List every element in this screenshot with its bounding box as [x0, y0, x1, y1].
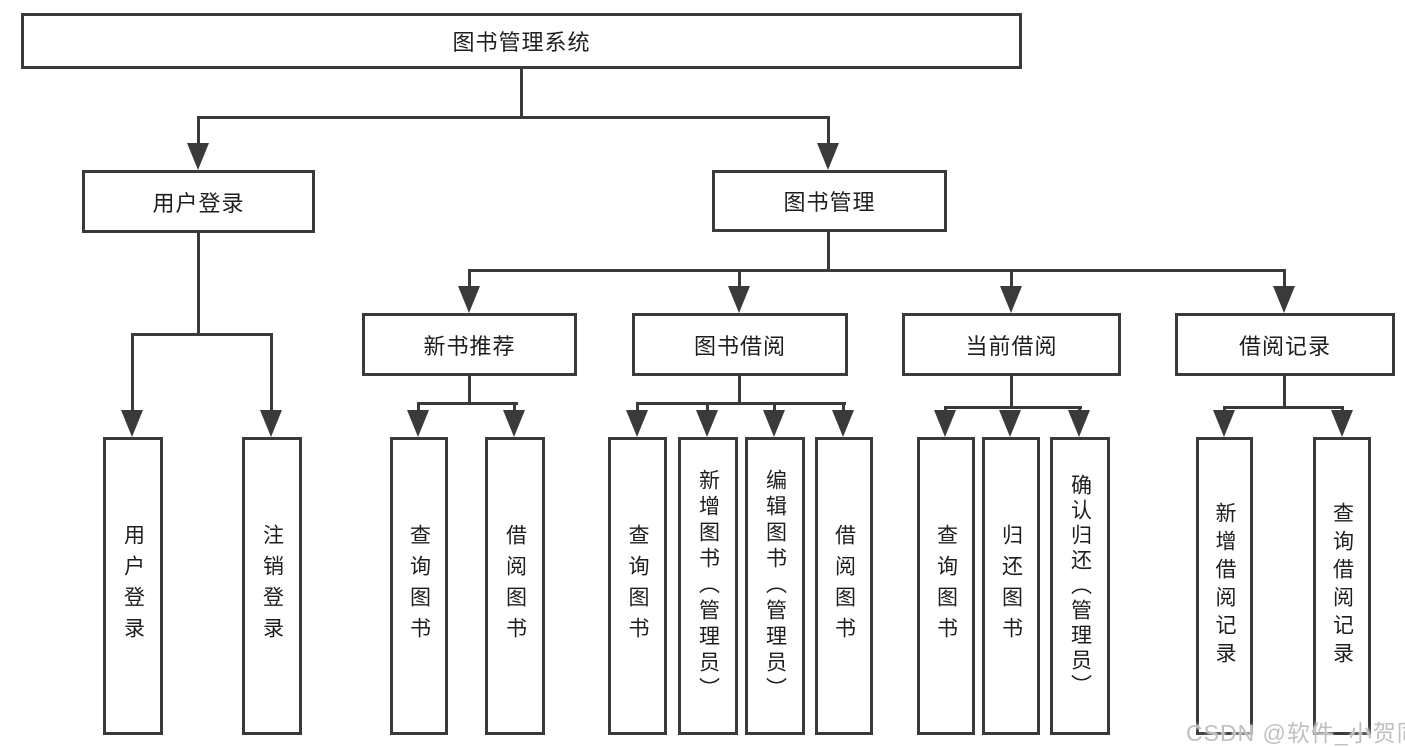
node-label: 新书推荐	[423, 333, 516, 359]
connector-line	[738, 376, 741, 405]
node-leaf-add-borrow-record: 新增借阅记录	[1196, 437, 1253, 735]
node-leaf-add-books-admin: 新增图书（管理员）	[678, 437, 738, 735]
node-label: 用户登录	[121, 524, 145, 648]
node-label: 借阅图书	[503, 524, 527, 648]
arrow-down-icon	[458, 286, 480, 313]
arrow-down-icon	[1000, 286, 1022, 313]
arrow-down-icon	[121, 410, 143, 437]
connector-line	[197, 116, 830, 119]
arrow-down-icon	[817, 143, 839, 170]
connector-line	[270, 333, 273, 411]
node-leaf-query-books-1: 查询图书	[390, 437, 448, 735]
connector-line	[417, 402, 518, 405]
connector-line	[1010, 269, 1013, 289]
connector-line	[1283, 376, 1286, 409]
arrow-down-icon	[1273, 286, 1295, 313]
arrow-down-icon	[999, 410, 1021, 437]
arrow-down-icon	[1068, 410, 1090, 437]
connector-line	[738, 269, 741, 289]
connector-line	[1283, 269, 1286, 289]
connector-line	[131, 333, 273, 336]
node-label: 查询借阅记录	[1330, 502, 1354, 670]
arrow-down-icon	[728, 286, 750, 313]
connector-line	[468, 269, 471, 289]
connector-line	[706, 402, 709, 413]
node-leaf-borrow-books-2: 借阅图书	[815, 437, 873, 735]
node-label: 用户登录	[152, 190, 245, 216]
arrow-down-icon	[832, 410, 854, 437]
node-label: 借阅记录	[1238, 333, 1331, 359]
arrow-down-icon	[1213, 410, 1235, 437]
node-label: 查询图书	[934, 524, 958, 648]
node-label: 图书借阅	[693, 333, 786, 359]
node-book-borrow: 图书借阅	[632, 313, 848, 376]
connector-line	[773, 402, 776, 413]
node-leaf-edit-books-admin: 编辑图书（管理员）	[745, 437, 805, 735]
node-leaf-logout: 注销登录	[242, 437, 302, 735]
connector-line	[520, 69, 523, 119]
node-leaf-query-books-3: 查询图书	[917, 437, 975, 735]
node-new-book-recommend: 新书推荐	[362, 313, 577, 376]
arrow-down-icon	[626, 410, 648, 437]
connector-line	[636, 402, 639, 413]
node-user-login: 用户登录	[82, 170, 315, 233]
connector-line	[1223, 406, 1344, 409]
node-label: 当前借阅	[965, 333, 1058, 359]
node-book-management: 图书管理	[712, 170, 947, 232]
node-library-system: 图书管理系统	[21, 13, 1022, 69]
node-label: 编辑图书（管理员）	[763, 469, 787, 703]
node-current-borrow: 当前借阅	[902, 313, 1121, 376]
node-leaf-borrow-books-1: 借阅图书	[485, 437, 545, 735]
connector-line	[197, 116, 200, 144]
connector-line	[842, 402, 845, 413]
arrow-down-icon	[260, 410, 282, 437]
connector-line	[636, 402, 846, 405]
arrow-down-icon	[503, 410, 525, 437]
node-leaf-confirm-return-admin: 确认归还（管理员）	[1050, 437, 1110, 735]
node-label: 确认归还（管理员）	[1068, 473, 1092, 699]
csdn-watermark: CSDN @软件_小贺同学	[1186, 720, 1405, 746]
node-label: 查询图书	[626, 524, 649, 648]
node-label: 注销登录	[260, 524, 284, 648]
connector-line	[468, 269, 1286, 272]
node-leaf-query-books-2: 查询图书	[608, 437, 667, 735]
connector-line	[417, 402, 420, 414]
node-label: 借阅图书	[832, 524, 856, 648]
node-leaf-query-borrow-record: 查询借阅记录	[1313, 437, 1371, 735]
node-borrow-records: 借阅记录	[1175, 313, 1395, 376]
node-leaf-user-login: 用户登录	[103, 437, 163, 735]
arrow-down-icon	[1331, 410, 1353, 437]
node-label: 图书管理	[783, 190, 876, 215]
connector-line	[513, 402, 516, 414]
arrow-down-icon	[407, 410, 429, 437]
connector-line	[197, 233, 200, 336]
arrow-down-icon	[187, 143, 209, 170]
node-label: 新增借阅记录	[1213, 502, 1236, 670]
connector-line	[944, 406, 1082, 409]
connector-line	[827, 116, 830, 144]
node-label: 归还图书	[999, 524, 1023, 648]
connector-line	[827, 232, 830, 272]
arrow-down-icon	[763, 410, 785, 437]
node-label: 新增图书（管理员）	[696, 469, 720, 703]
node-label: 查询图书	[407, 524, 431, 648]
connector-line	[131, 333, 134, 411]
arrow-down-icon	[696, 410, 718, 437]
node-leaf-return-books: 归还图书	[982, 437, 1040, 735]
connector-line	[1010, 376, 1013, 409]
arrow-down-icon	[934, 410, 956, 437]
node-label: 图书管理系统	[452, 30, 591, 55]
connector-line	[468, 376, 471, 405]
